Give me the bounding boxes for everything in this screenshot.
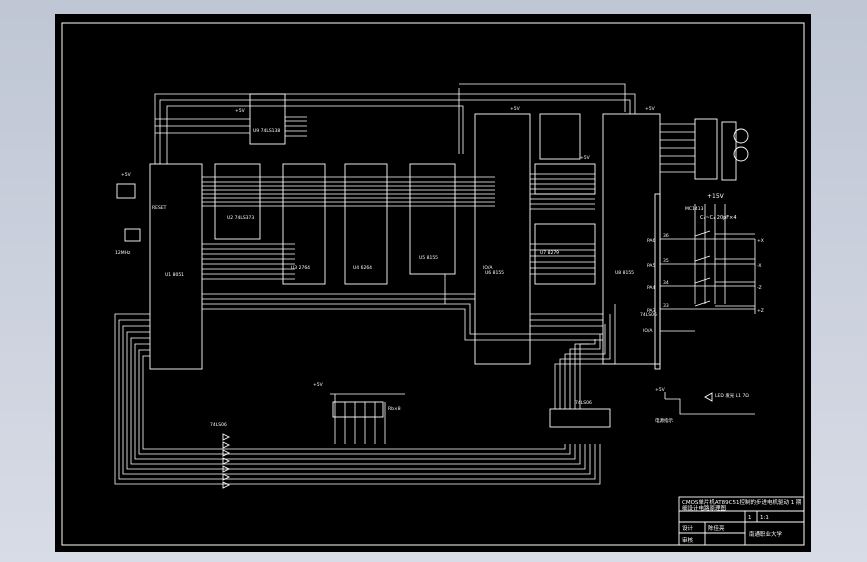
led-note: LED 发光 L1 7Ω	[715, 392, 749, 399]
vcc-mid: +5V	[313, 382, 324, 388]
led-label: 电源指示	[655, 417, 673, 424]
z-plus-label: +Z	[757, 308, 764, 314]
motor-z	[733, 146, 749, 162]
drawn-value: 陈佳亮	[708, 524, 725, 532]
cap-label: C₁~C₄ 20pF×4	[700, 215, 737, 221]
pia1-label: U6 8155	[485, 270, 504, 276]
school-name: 南通职业大学	[749, 530, 783, 538]
pia2-port-strip	[654, 193, 661, 370]
pin-35: 35	[663, 258, 669, 264]
chip-mcu[interactable]	[149, 163, 203, 370]
chip-keypad[interactable]	[534, 223, 596, 285]
buffer3-label: 74LS06	[640, 312, 657, 318]
chip-eprom[interactable]	[282, 163, 326, 285]
pin-33: 33	[663, 303, 669, 309]
mcu-label: U1 8051	[165, 272, 184, 278]
keypad-chip-label: U7 8279	[540, 250, 559, 256]
title-block-rows	[679, 510, 804, 534]
reset-switch[interactable]	[116, 183, 136, 199]
drawing-frame	[61, 22, 805, 546]
checked-label: 审核	[682, 536, 694, 544]
limit-switches	[694, 230, 711, 307]
chip-buffer-bottom[interactable]	[549, 408, 611, 428]
chip-motor-driver[interactable]	[694, 118, 718, 180]
io-a-label: IO/A	[483, 265, 493, 271]
vcc-pia2: +5V	[645, 106, 656, 112]
x-plus-label: +X	[757, 238, 764, 244]
x-minus-label: -X	[757, 263, 761, 269]
vcc-motor: +5V	[580, 155, 591, 161]
motor-x	[733, 128, 749, 144]
vcc-led: +5V	[655, 387, 666, 393]
scale-right: 1:1	[760, 515, 769, 521]
u5-label: U5 8155	[419, 255, 438, 261]
latch-label: U2 74LS373	[227, 215, 254, 221]
wiring	[114, 83, 756, 485]
pin-pa3: PA3	[647, 308, 656, 314]
pin-pa4: PA4	[647, 285, 656, 291]
vcc-mcu: +5V	[121, 172, 132, 178]
title-line1: CMOS单片机AT89C51控制的步进电机驱动 1 期	[682, 498, 802, 506]
led-diode	[704, 392, 713, 402]
chip-buffer-right[interactable]	[721, 121, 737, 181]
crystal[interactable]	[124, 228, 141, 242]
chip-driver[interactable]	[539, 113, 581, 160]
pia2-label: U8 8155	[615, 270, 634, 276]
z-minus-label: -Z	[757, 285, 762, 291]
pin-pa6: PA6	[647, 238, 656, 244]
chip-pia1[interactable]	[474, 113, 531, 365]
vcc-top: +5V	[235, 108, 246, 114]
chip-latch-top[interactable]	[249, 93, 286, 145]
drawing-sheet[interactable]: U1 8051 U2 74LS373 U3 2764 U4 6264 U5 81…	[55, 14, 811, 552]
reset-label: RESET	[152, 205, 167, 211]
crystal-label: 12MHz	[115, 250, 131, 256]
schematic-canvas: U1 8051 U2 74LS373 U3 2764 U4 6264 U5 81…	[61, 22, 805, 546]
pin-34: 34	[663, 280, 669, 286]
resistor-bank[interactable]	[332, 401, 384, 418]
inverter-buffers	[222, 433, 231, 489]
drawn-label: 设计	[682, 524, 694, 532]
res-net-label: Rb×8	[388, 406, 401, 412]
decoder-label: U9 74LS138	[253, 128, 280, 134]
vcc-pia1: +5V	[510, 106, 521, 112]
chip-latch[interactable]	[214, 163, 261, 240]
scale-left: 1	[748, 515, 752, 521]
eprom-label: U3 2764	[291, 265, 310, 271]
pin-36: 36	[663, 233, 669, 239]
driver-right-label: MC1413	[685, 206, 704, 212]
vcc-right: +15V	[707, 193, 725, 200]
chip-u5[interactable]	[409, 163, 456, 275]
pin-pa5: PA5	[647, 263, 656, 269]
io-b-label: IO/A	[643, 328, 653, 334]
chip-keypad-top[interactable]	[534, 163, 596, 195]
chip-ram[interactable]	[344, 163, 388, 285]
title-block	[678, 496, 805, 546]
title-block-cols	[704, 511, 758, 545]
ram-label: U4 6264	[353, 265, 372, 271]
title-line2: 细设计电路原理图	[682, 504, 727, 512]
buffer1-label: 74LS06	[210, 422, 227, 428]
buffer2-label: 74LS06	[575, 400, 592, 406]
